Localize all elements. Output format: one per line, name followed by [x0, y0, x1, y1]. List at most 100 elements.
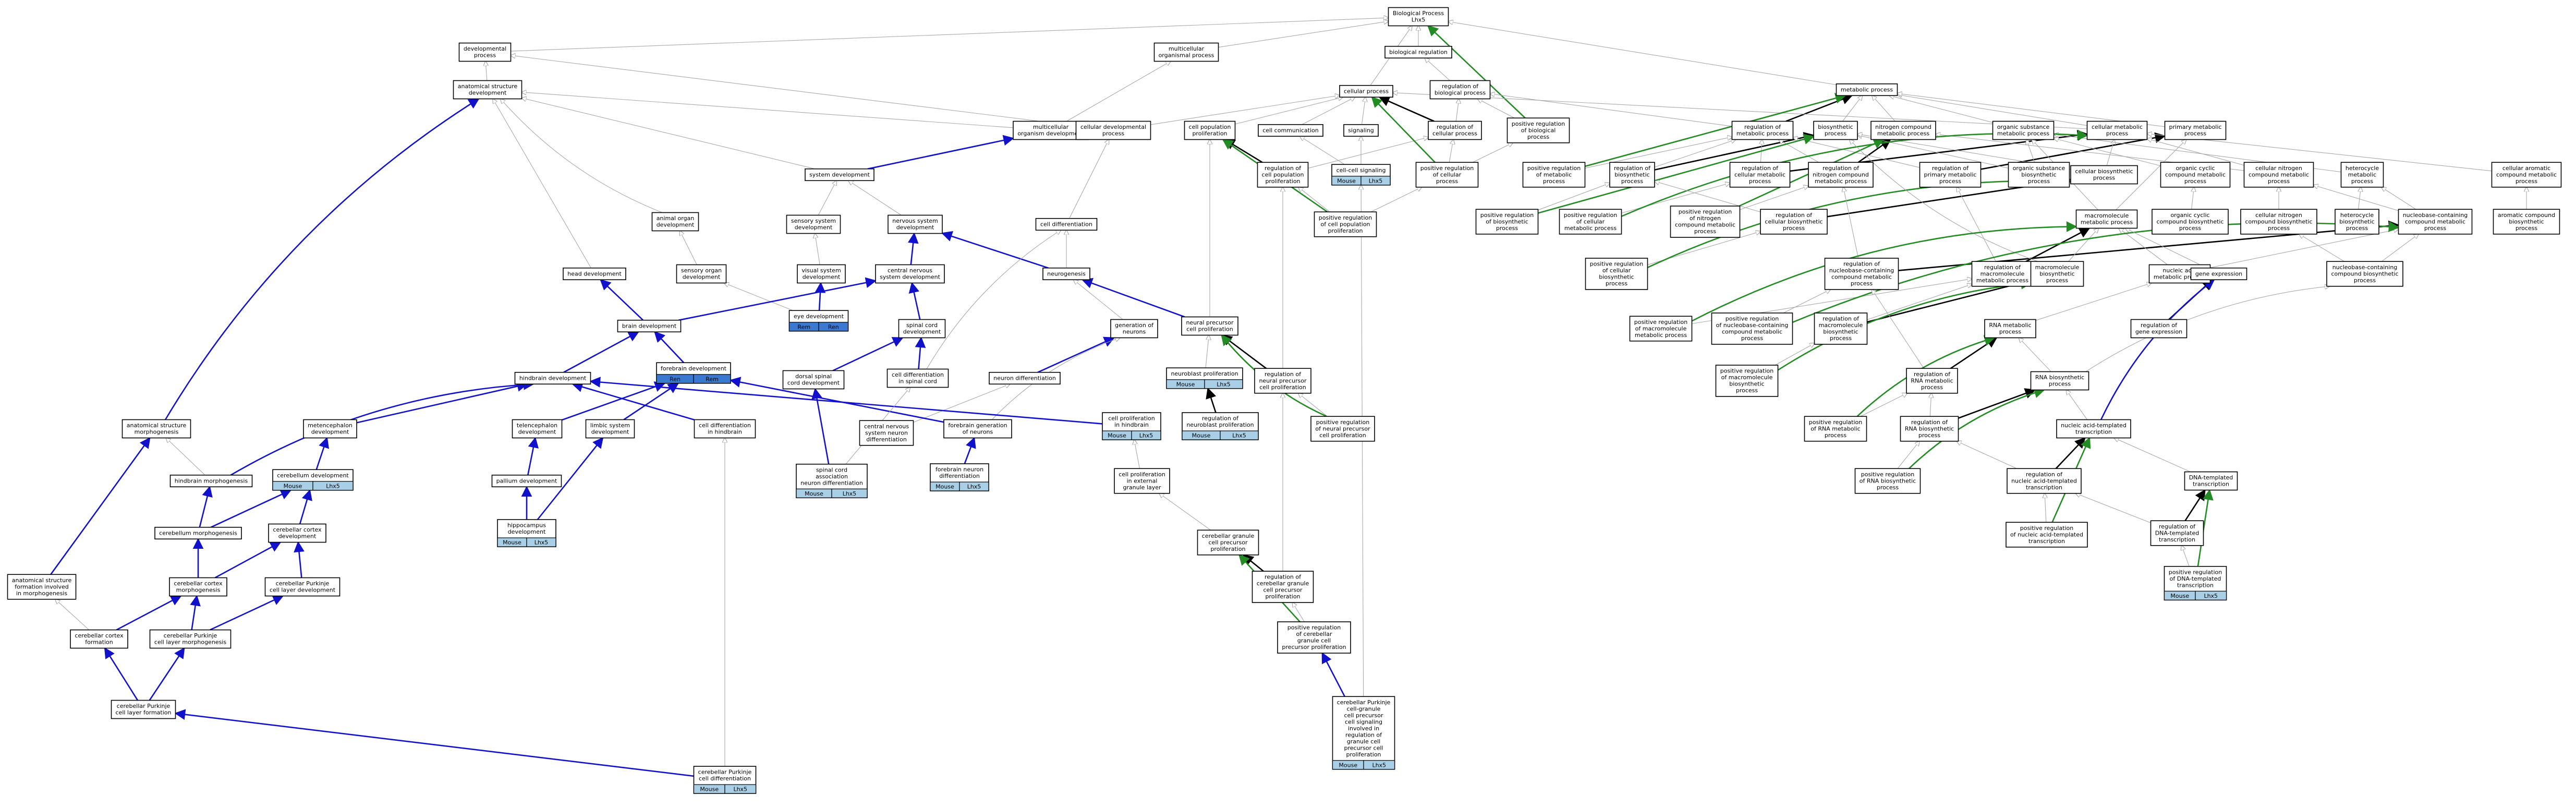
- go-term-node[interactable]: neurogenesis: [1042, 267, 1090, 281]
- go-term-node[interactable]: brain development: [617, 319, 682, 333]
- go-term-node[interactable]: cerebellum morphogenesis: [154, 526, 242, 540]
- go-term-node[interactable]: head development: [563, 267, 626, 281]
- go-term-node[interactable]: hindbrain development: [514, 371, 591, 385]
- go-term-node[interactable]: neuron differentiation: [989, 371, 1061, 385]
- go-term-node[interactable]: system development: [805, 168, 874, 182]
- go-term-node[interactable]: regulation ofmacromoleculebiosyntheticpr…: [1814, 312, 1868, 345]
- go-term-node[interactable]: hindbrain morphogenesis: [169, 474, 253, 488]
- go-term-node[interactable]: regulation ofnucleobase-containingcompou…: [1824, 258, 1899, 290]
- go-term-node[interactable]: signaling: [1343, 124, 1379, 137]
- go-term-node[interactable]: pallium development: [491, 474, 562, 488]
- go-term-node[interactable]: gene expression: [2190, 267, 2247, 281]
- go-term-node[interactable]: metabolic process: [1836, 83, 1898, 97]
- go-term-node[interactable]: cell differentiation: [1035, 218, 1098, 231]
- go-term-node[interactable]: biological regulation: [1384, 45, 1452, 59]
